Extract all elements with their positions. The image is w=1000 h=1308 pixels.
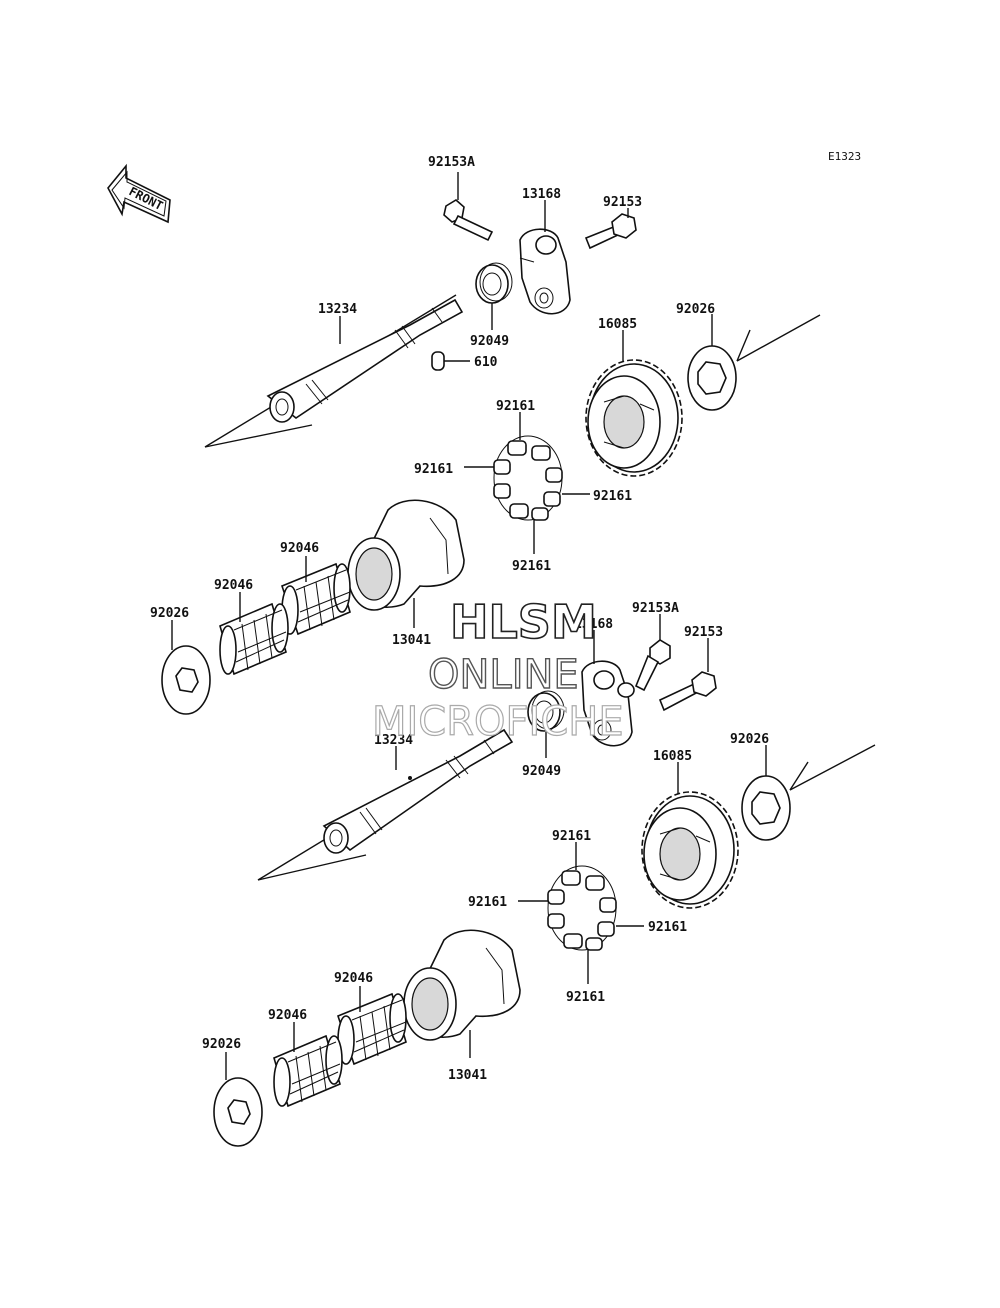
lower-washer-right-label: 92026: [730, 732, 769, 747]
upper-washer-left: [161, 645, 211, 715]
lower-seal: [527, 690, 565, 732]
lower-bearing-outer: [273, 1034, 343, 1108]
upper-hub: [347, 499, 465, 611]
lower-holder: [581, 660, 635, 747]
front-arrow-icon: FRONT: [107, 163, 171, 224]
lower-damper: [547, 865, 617, 951]
lower-bolt-a: [634, 639, 671, 692]
lower-assembly: 13234 92049 13168 92153A: [202, 601, 876, 1147]
lower-bearing-inner-label: 92046: [334, 971, 373, 986]
lower-bolt-a-label: 92153A: [632, 601, 679, 616]
upper-damper-bottom-label: 92161: [512, 559, 551, 574]
lower-washer-left-label: 92026: [202, 1037, 241, 1052]
lower-bolt-label: 92153: [684, 625, 723, 640]
lower-seal-label: 92049: [522, 764, 561, 779]
lower-damper-right-label: 92161: [648, 920, 687, 935]
upper-bolt-a-label: 92153A: [428, 155, 475, 170]
upper-washer-right-label: 92026: [676, 302, 715, 317]
upper-gear-label: 16085: [598, 317, 637, 332]
watermark: HLSM ONLINE MICROFICHE: [371, 594, 624, 745]
upper-gear: [585, 359, 683, 477]
lower-shaft: [322, 728, 514, 854]
upper-seal: [475, 262, 513, 304]
lower-shaft-label: 13234: [374, 733, 413, 748]
upper-bearing-outer-label: 92046: [214, 578, 253, 593]
upper-pin-label: 610: [474, 355, 498, 370]
upper-bolt-a: [443, 199, 494, 242]
lower-bolt: [658, 671, 717, 712]
lower-hub-label: 13041: [448, 1068, 487, 1083]
upper-seal-label: 92049: [470, 334, 509, 349]
lower-washer-left: [213, 1077, 263, 1147]
diagram-code: E1323: [828, 150, 861, 163]
upper-holder-label: 13168: [522, 187, 561, 202]
lower-washer-right: [741, 775, 791, 841]
upper-holder: [519, 228, 571, 315]
upper-damper-top-label: 92161: [496, 399, 535, 414]
upper-bearing-inner: [281, 562, 351, 636]
lower-damper-bottom-label: 92161: [566, 990, 605, 1005]
upper-assembly: 13234 92049 610 92153A: [150, 155, 821, 715]
upper-washer-right: [687, 345, 737, 411]
upper-shaft-label: 13234: [318, 302, 357, 317]
upper-bearing-inner-label: 92046: [280, 541, 319, 556]
watermark-line2: ONLINE: [428, 652, 579, 698]
lower-hub: [403, 929, 521, 1041]
upper-bearing-outer: [219, 602, 289, 676]
watermark-line1: HLSM: [450, 595, 597, 649]
lower-bearing-outer-label: 92046: [268, 1008, 307, 1023]
upper-bolt: [584, 213, 637, 250]
lower-damper-left-label: 92161: [468, 895, 507, 910]
upper-washer-left-label: 92026: [150, 606, 189, 621]
lower-gear-label: 16085: [653, 749, 692, 764]
lower-holder-label: 13168: [574, 617, 613, 632]
upper-shaft: [266, 298, 464, 423]
upper-pin: [431, 351, 445, 371]
upper-hub-label: 13041: [392, 633, 431, 648]
upper-damper-left-label: 92161: [414, 462, 453, 477]
watermark-line3: MICROFICHE: [372, 699, 624, 745]
lower-gear: [641, 791, 739, 909]
lower-bearing-inner: [337, 992, 407, 1066]
lower-damper-top-label: 92161: [552, 829, 591, 844]
upper-damper: [493, 435, 563, 521]
upper-bolt-label: 92153: [603, 195, 642, 210]
upper-damper-right-label: 92161: [593, 489, 632, 504]
